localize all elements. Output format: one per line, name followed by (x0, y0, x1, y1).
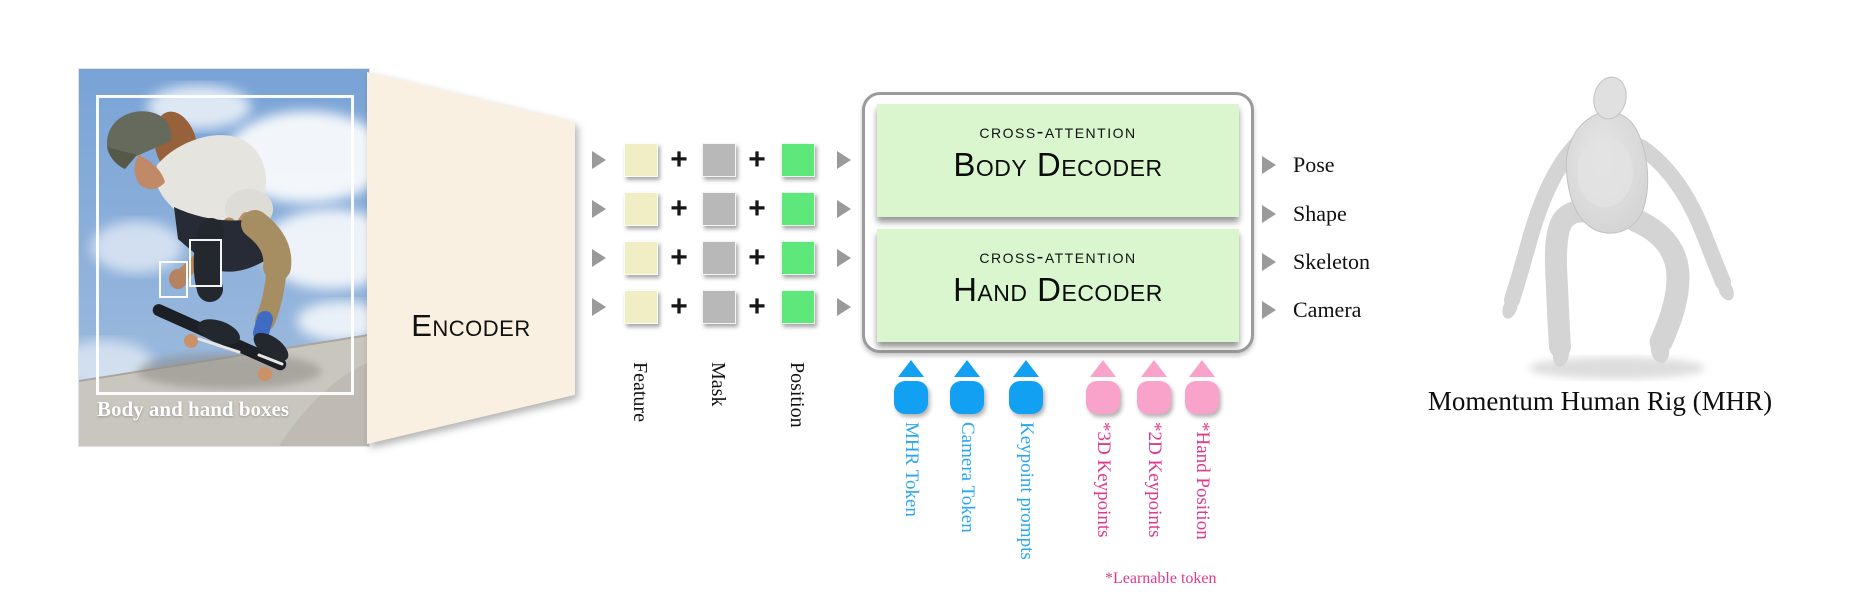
feature-token (624, 143, 658, 177)
feature-token (624, 290, 658, 324)
human-mesh-figure (1502, 76, 1734, 379)
arrow-up-icon (898, 360, 924, 377)
arrow-right-icon (837, 298, 851, 316)
plus-sign: + (748, 290, 766, 323)
keypoint-prompts-label: Keypoint prompts (1016, 422, 1037, 560)
output-pose: Pose (1293, 152, 1335, 177)
hand-position-label: *Hand Position (1192, 422, 1213, 540)
arrow-up-icon (1189, 360, 1215, 377)
hand-position-token (1185, 360, 1219, 414)
3d-keypoints-token (1086, 360, 1120, 414)
mask-token (702, 241, 736, 275)
2d-keypoints-label: *2D Keypoints (1144, 422, 1165, 538)
plus-sign: + (670, 192, 688, 225)
arrow-up-icon (1013, 360, 1039, 377)
arrow-right-icon (592, 298, 606, 316)
keypoint-prompt-token (1009, 360, 1043, 414)
body-decoder-subtitle: cross-attention (979, 121, 1137, 143)
mask-token (702, 143, 736, 177)
hand-decoder-block: cross-attention Hand Decoder (877, 229, 1239, 342)
plus-sign: + (748, 143, 766, 176)
input-caption: Body and hand boxes (97, 397, 290, 421)
arrow-right-icon (592, 151, 606, 169)
arrow-right-icon (1262, 156, 1276, 174)
feature-token (624, 192, 658, 226)
legend-position: Position (786, 362, 808, 428)
input-image: Body and hand boxes (78, 68, 370, 447)
learnable-token-footnote: *Learnable token (1105, 570, 1217, 587)
arrow-right-icon (592, 249, 606, 267)
output-camera: Camera (1293, 297, 1362, 322)
output-row: Skeleton (1262, 249, 1370, 274)
mhr-token (894, 360, 928, 414)
mask-token (702, 192, 736, 226)
legend-mask: Mask (707, 362, 729, 407)
output-row: Camera (1262, 297, 1362, 322)
mask-token (702, 290, 736, 324)
plus-sign: + (748, 241, 766, 274)
feature-token (624, 241, 658, 275)
position-token (781, 143, 815, 177)
2d-keypoints-token (1137, 360, 1171, 414)
position-token (781, 192, 815, 226)
body-decoder-title: Body Decoder (953, 146, 1163, 183)
mesh-caption: Momentum Human Rig (MHR) (1427, 386, 1773, 416)
hand-bounding-box-right (189, 239, 222, 287)
body-decoder-block: cross-attention Body Decoder (877, 104, 1239, 217)
arrow-right-icon (1262, 253, 1276, 271)
skateboarder (107, 111, 292, 366)
output-shape: Shape (1293, 201, 1347, 226)
arrow-right-icon (1262, 301, 1276, 319)
camera-token-label: Camera Token (957, 422, 978, 533)
plus-sign: + (748, 192, 766, 225)
output-row: Pose (1262, 152, 1335, 177)
arrow-up-icon (1141, 360, 1167, 377)
arrow-right-icon (592, 200, 606, 218)
encoder-trapezoid (367, 72, 575, 444)
token-row: + + (592, 192, 852, 226)
arrow-up-icon (954, 360, 980, 377)
encoder-block: Encoder (367, 72, 575, 444)
encoder-label: Encoder (411, 308, 531, 343)
arrow-right-icon (837, 249, 851, 267)
legend-feature: Feature (629, 362, 651, 422)
arrow-right-icon (837, 151, 851, 169)
token-row: + + (592, 290, 852, 324)
plus-sign: + (670, 241, 688, 274)
hand-bounding-box-left (159, 261, 188, 298)
output-row: Shape (1262, 201, 1347, 226)
token-row: + + (592, 143, 852, 177)
arrow-up-icon (1090, 360, 1116, 377)
arrow-right-icon (1262, 205, 1276, 223)
token-row: + + (592, 241, 852, 275)
hand-decoder-title: Hand Decoder (953, 271, 1163, 308)
position-token (781, 241, 815, 275)
output-skeleton: Skeleton (1293, 249, 1370, 274)
decoder-container: cross-attention Body Decoder cross-atten… (862, 92, 1254, 353)
hand-decoder-subtitle: cross-attention (979, 246, 1137, 268)
head (1593, 76, 1627, 120)
plus-sign: + (670, 143, 688, 176)
3d-keypoints-label: *3D Keypoints (1093, 422, 1114, 538)
mhr-token-label: MHR Token (901, 422, 922, 517)
camera-token (950, 360, 984, 414)
body-bounding-box (96, 95, 354, 395)
plus-sign: + (670, 290, 688, 323)
arrow-right-icon (837, 200, 851, 218)
position-token (781, 290, 815, 324)
skateboarder-photo-illustration (79, 69, 369, 446)
